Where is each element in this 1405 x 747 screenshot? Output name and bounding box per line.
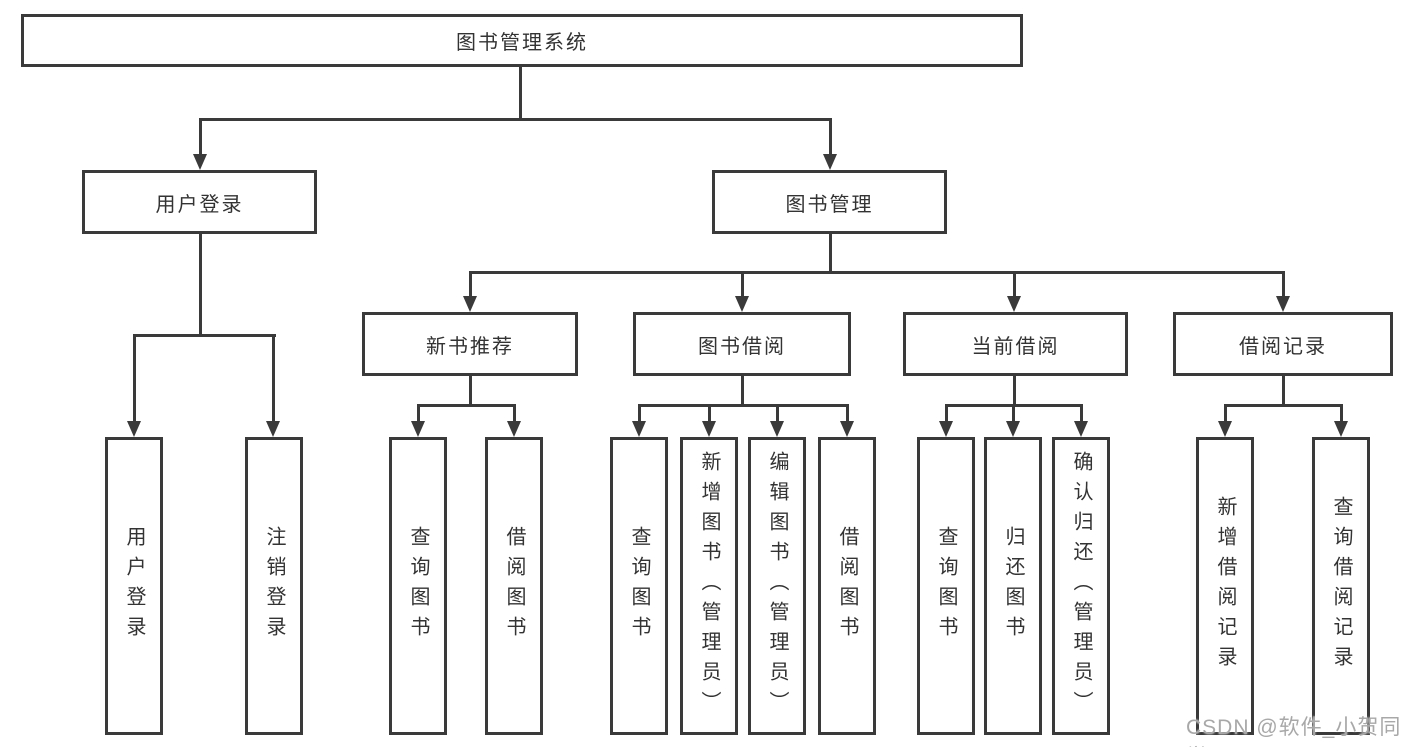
connector-line <box>638 404 641 424</box>
arrow-head <box>632 421 646 437</box>
arrow-head <box>1007 296 1021 312</box>
connector-line <box>741 376 744 407</box>
node-label: 借阅图书 <box>503 526 525 646</box>
node-book-management: 图书管理 <box>712 170 947 234</box>
node-label: 查询图书 <box>628 526 650 646</box>
arrow-head <box>840 421 854 437</box>
leaf-confirm-return-admin: 确认归还（管理员） <box>1052 437 1110 735</box>
leaf-edit-book-admin: 编辑图书（管理员） <box>748 437 806 735</box>
node-label: 当前借阅 <box>971 335 1060 358</box>
node-label: 注销登录 <box>263 526 285 646</box>
leaf-recommend-query-book: 查询图书 <box>389 437 447 735</box>
node-root-system: 图书管理系统 <box>21 14 1023 67</box>
leaf-return-book: 归还图书 <box>984 437 1042 735</box>
connector-line <box>829 234 832 274</box>
node-label: 确认归还（管理员） <box>1070 451 1092 721</box>
node-label: 查询借阅记录 <box>1330 496 1352 676</box>
connector-line <box>1282 375 1285 407</box>
connector-line <box>846 404 849 424</box>
connector-line <box>272 334 275 423</box>
connector-line <box>133 334 136 423</box>
connector-line <box>708 404 711 424</box>
connector-line <box>945 404 948 424</box>
connector-line <box>1080 404 1083 424</box>
node-borrow-records: 借阅记录 <box>1173 312 1393 376</box>
connector-line <box>1282 271 1285 298</box>
connector-line <box>199 233 202 337</box>
node-label: 借阅记录 <box>1239 335 1327 358</box>
node-label: 查询图书 <box>935 526 957 646</box>
node-label: 借阅图书 <box>836 526 858 646</box>
node-label: 查询图书 <box>407 526 429 646</box>
arrow-head <box>266 421 280 437</box>
connector-line <box>1013 376 1016 407</box>
arrow-head <box>735 296 749 312</box>
node-label: 用户登录 <box>123 526 145 646</box>
node-label: 归还图书 <box>1002 526 1024 646</box>
arrow-head <box>1006 421 1020 437</box>
connector-line <box>1013 271 1016 298</box>
connector-line <box>519 67 522 118</box>
watermark-text: CSDN @软件_小贺同学 <box>1186 716 1402 747</box>
connector-line <box>133 334 276 337</box>
leaf-add-borrow-record: 新增借阅记录 <box>1196 437 1254 735</box>
leaf-current-query-book: 查询图书 <box>917 437 975 735</box>
leaf-add-book-admin: 新增图书（管理员） <box>680 437 738 735</box>
node-label: 新增图书（管理员） <box>698 451 720 721</box>
arrow-head <box>127 421 141 437</box>
node-book-borrowing: 图书借阅 <box>633 312 851 376</box>
connector-line <box>469 271 1285 274</box>
node-label: 新书推荐 <box>426 335 514 358</box>
arrow-head <box>939 421 953 437</box>
node-label: 图书借阅 <box>698 335 786 358</box>
connector-line <box>1012 404 1015 424</box>
arrow-head <box>1276 296 1290 312</box>
connector-line <box>638 404 849 407</box>
arrow-head <box>1334 421 1348 437</box>
arrow-head <box>702 421 716 437</box>
arrow-head <box>1218 421 1232 437</box>
connector-line <box>829 118 832 156</box>
connector-line <box>469 271 472 298</box>
connector-line <box>1340 404 1343 424</box>
connector-line <box>513 404 516 424</box>
node-new-book-recommend: 新书推荐 <box>362 312 578 376</box>
connector-line <box>1224 404 1343 407</box>
node-label: 用户登录 <box>155 193 244 216</box>
leaf-borrowing-borrow-book: 借阅图书 <box>818 437 876 735</box>
leaf-borrowing-query-book: 查询图书 <box>610 437 668 735</box>
arrow-head <box>507 421 521 437</box>
connector-line <box>741 271 744 298</box>
arrow-head <box>770 421 784 437</box>
arrow-head <box>463 296 477 312</box>
node-current-borrowing: 当前借阅 <box>903 312 1128 376</box>
connector-line <box>776 404 779 424</box>
connector-line <box>199 118 832 121</box>
leaf-logout: 注销登录 <box>245 437 303 735</box>
connector-line <box>1224 404 1227 424</box>
connector-line <box>469 376 472 407</box>
arrow-head <box>411 421 425 437</box>
arrow-head <box>1074 421 1088 437</box>
node-label: 新增借阅记录 <box>1214 496 1236 676</box>
leaf-query-borrow-record: 查询借阅记录 <box>1312 437 1370 735</box>
node-label: 编辑图书（管理员） <box>766 451 788 721</box>
node-label: 图书管理 <box>785 193 874 216</box>
connector-line <box>199 118 202 156</box>
leaf-recommend-borrow-book: 借阅图书 <box>485 437 543 735</box>
leaf-user-login: 用户登录 <box>105 437 163 735</box>
arrow-head <box>823 154 837 170</box>
arrow-head <box>193 154 207 170</box>
node-user-login: 用户登录 <box>82 170 317 234</box>
connector-line <box>417 404 420 424</box>
node-label: 图书管理系统 <box>456 32 588 54</box>
connector-line <box>417 404 516 407</box>
